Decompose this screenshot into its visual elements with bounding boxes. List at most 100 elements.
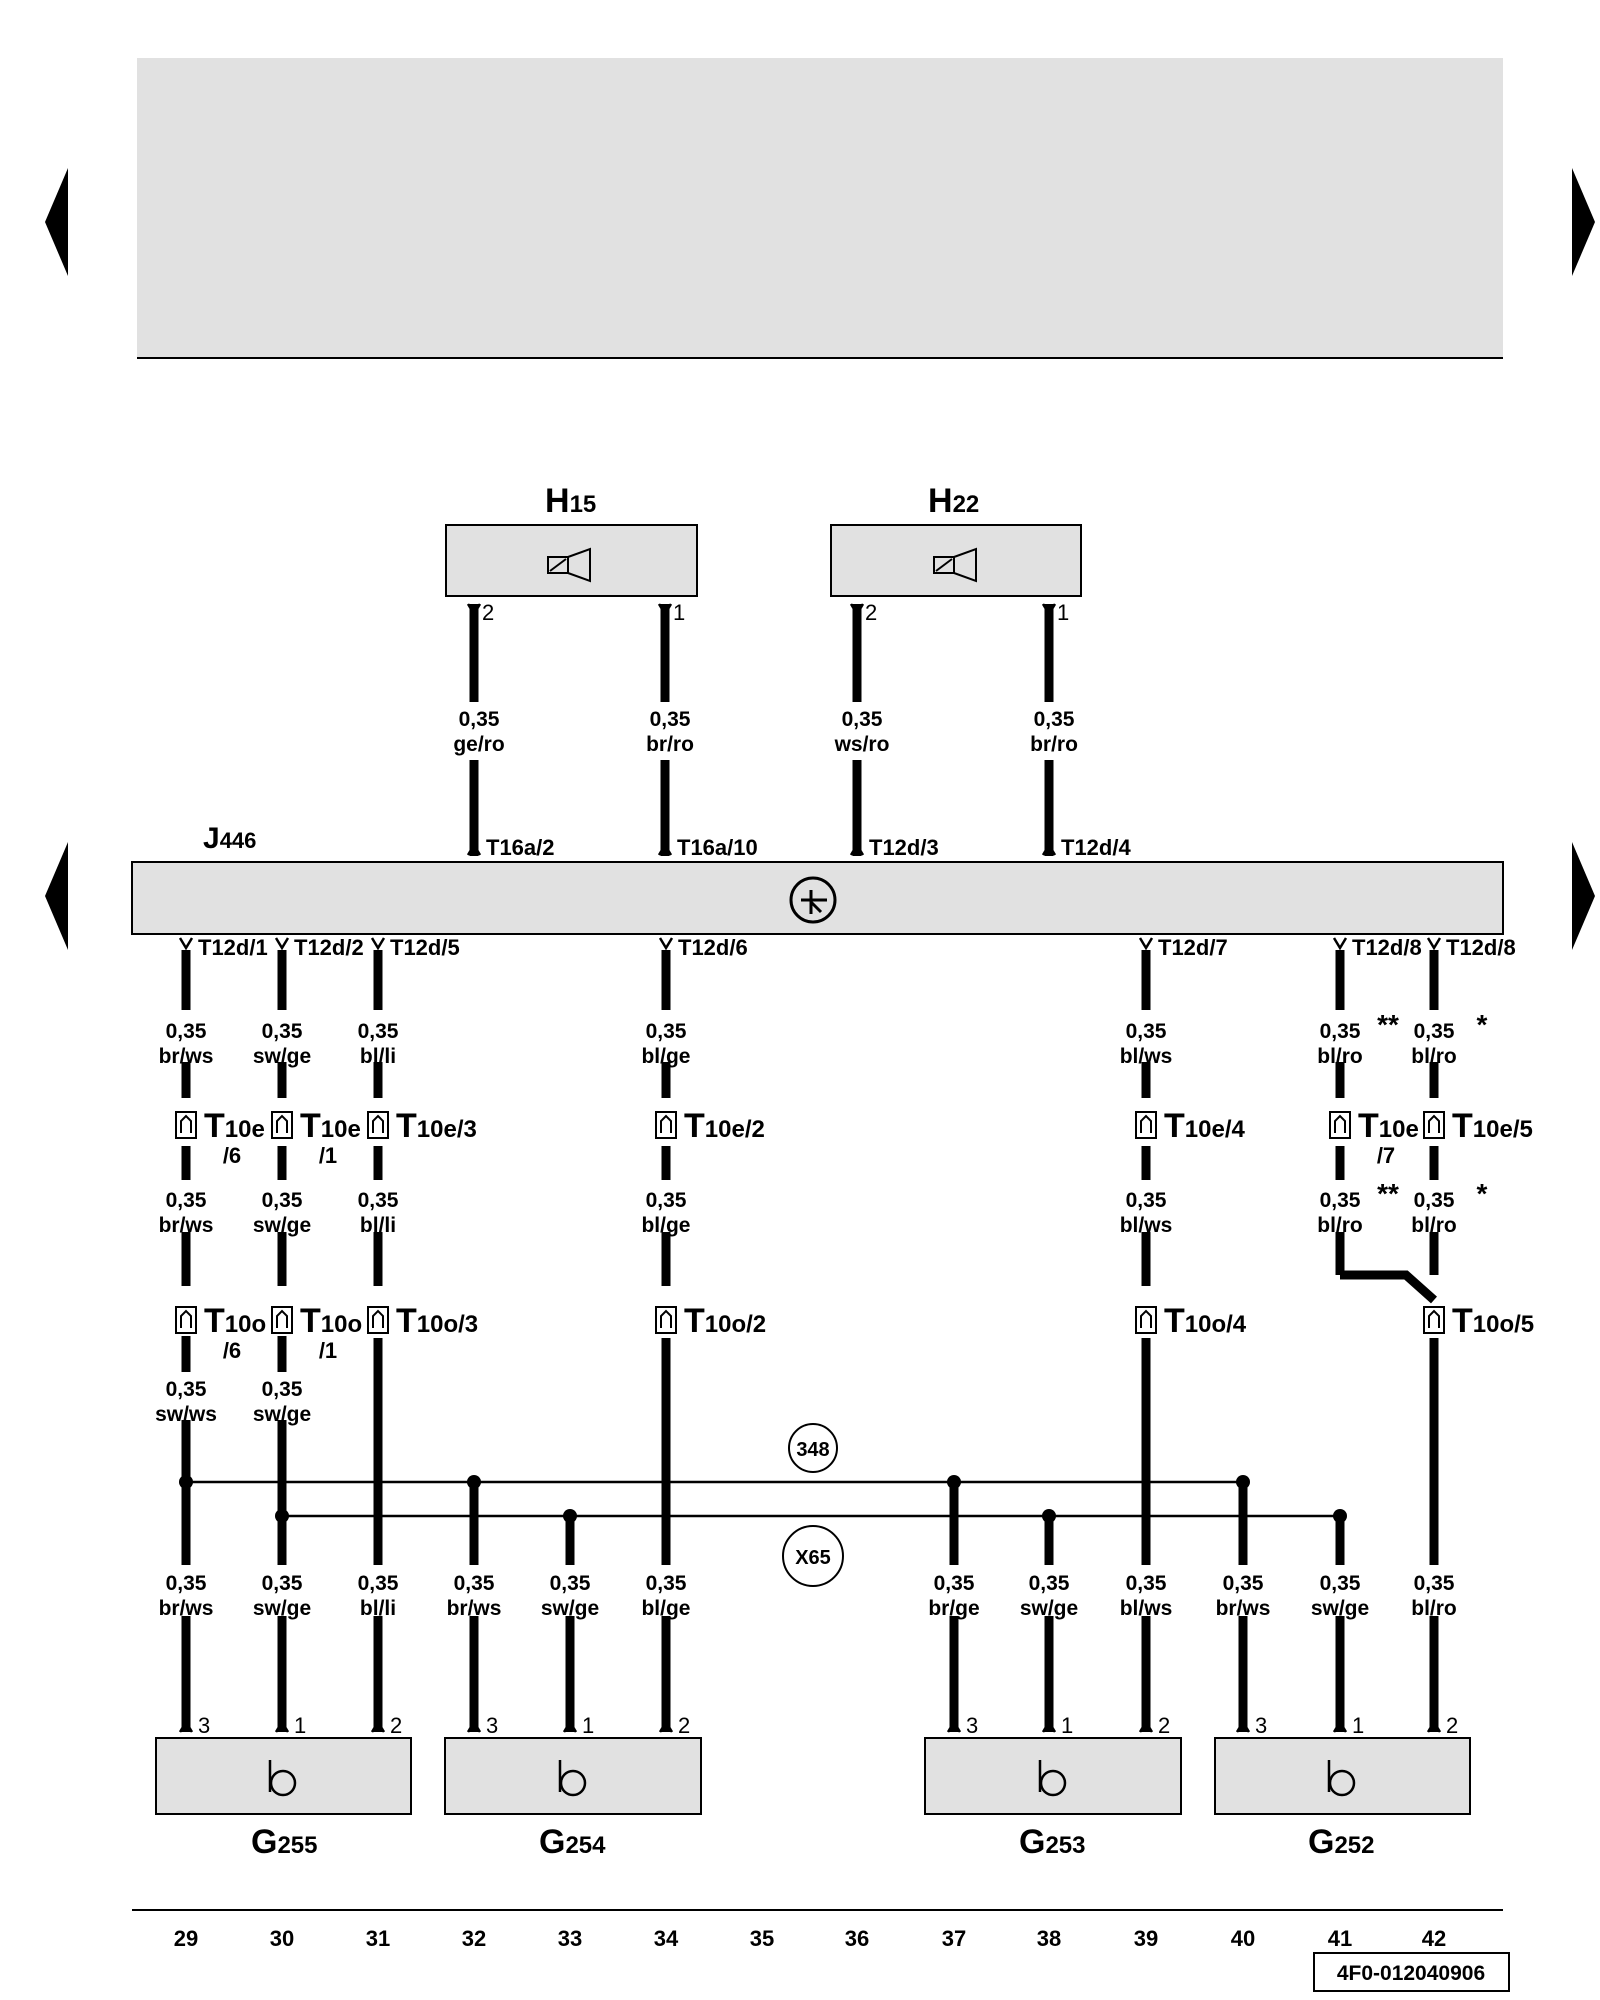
- t10e-connector-0-label: T10e: [204, 1107, 265, 1145]
- label-g255: G255: [251, 1823, 318, 1861]
- track-number: 37: [942, 1926, 966, 1951]
- pin-arrow: [658, 1719, 674, 1733]
- component-g255[interactable]: [155, 1737, 412, 1815]
- track-number: 31: [366, 1926, 390, 1951]
- label-g252: G252: [1308, 1823, 1375, 1861]
- lower-wire-label-10-color: sw/ge: [1311, 1597, 1369, 1620]
- t10o-connector-5-icon-pin: [1428, 1309, 1440, 1328]
- sensor-pin-number: 1: [1352, 1713, 1364, 1738]
- wire-row1-label-5-size: 0,35: [1320, 1020, 1361, 1043]
- component-j446[interactable]: [131, 861, 1504, 935]
- nav-next-arrow-mid[interactable]: [1572, 842, 1595, 950]
- track-number: 40: [1231, 1926, 1255, 1951]
- pin-arrow: [849, 842, 865, 856]
- wire-row2-label-5-color: bl/ro: [1317, 1214, 1363, 1237]
- wire-row2-label-3-size: 0,35: [646, 1189, 687, 1212]
- t10e-connector-5-label: T10e: [1358, 1107, 1419, 1145]
- wire-row1-label-1-size: 0,35: [262, 1020, 303, 1043]
- sensor-pin-number: 3: [486, 1713, 498, 1738]
- pin-arrow: [657, 603, 673, 617]
- label-j446: J446: [203, 822, 256, 855]
- t10o-connector-0-icon-pin: [180, 1309, 192, 1328]
- wire-row3-label-0-color: sw/ws: [155, 1403, 217, 1426]
- t10o-connector-3-icon-pin: [660, 1309, 672, 1328]
- wire-row2-label-6-size: 0,35: [1414, 1189, 1455, 1212]
- wire-row3-label-1-color: sw/ge: [253, 1403, 311, 1426]
- wire-row2-label-6-mark: *: [1477, 1178, 1488, 1209]
- sensor-icon: [269, 1769, 297, 1797]
- t10o-connector-0-pin: /6: [223, 1338, 241, 1363]
- pin-arrow: [1138, 937, 1154, 951]
- lower-wire-label-0-size: 0,35: [166, 1572, 207, 1595]
- sensor-pin-number: 2: [390, 1713, 402, 1738]
- splice-348-circle[interactable]: [788, 1423, 838, 1473]
- pin-arrow: [1041, 603, 1057, 617]
- t10e-connector-6-icon-pin: [1428, 1114, 1440, 1133]
- lower-wire-label-6-size: 0,35: [934, 1572, 975, 1595]
- component-h22[interactable]: [830, 524, 1082, 597]
- j446-bottom-connector: T12d/6: [678, 935, 748, 960]
- lower-wire-label-0-color: br/ws: [159, 1597, 214, 1620]
- label-g254: G254: [539, 1823, 606, 1861]
- j446-top-connector: T12d/3: [869, 835, 939, 860]
- track-number: 35: [750, 1926, 774, 1951]
- j446-bottom-connector: T12d/8: [1446, 935, 1516, 960]
- splice-x65-circle[interactable]: [782, 1525, 844, 1587]
- j446-top-connector: T16a/10: [677, 835, 758, 860]
- nav-prev-arrow-top[interactable]: [45, 168, 68, 276]
- nav-prev-arrow-mid[interactable]: [45, 842, 68, 950]
- track-number: 42: [1422, 1926, 1446, 1951]
- lower-wire-label-2-color: bl/li: [360, 1597, 396, 1620]
- lower-wire-label-4-color: sw/ge: [541, 1597, 599, 1620]
- component-h15[interactable]: [445, 524, 698, 597]
- wire-row3-label-0-size: 0,35: [166, 1378, 207, 1401]
- t10o-connector-1-icon-pin: [276, 1309, 288, 1328]
- t10o-connector-1-label: T10o: [300, 1302, 362, 1340]
- t10e-connector-4-label: T10e/4: [1164, 1107, 1245, 1145]
- track-number: 30: [270, 1926, 294, 1951]
- wire-row1-label-2-color: bl/li: [360, 1045, 396, 1068]
- sensor-pin-number: 1: [1061, 1713, 1073, 1738]
- wire-row2-label-3-color: bl/ge: [641, 1214, 690, 1237]
- sensor-pin-number: 2: [1158, 1713, 1170, 1738]
- nav-next-arrow-top[interactable]: [1572, 168, 1595, 276]
- wire-jog: [1340, 1270, 1437, 1304]
- component-g252[interactable]: [1214, 1737, 1471, 1815]
- t10e-connector-1-label: T10e: [300, 1107, 361, 1145]
- j446-bottom-connector: T12d/2: [294, 935, 364, 960]
- t10e-connector-0-icon-pin: [180, 1114, 192, 1133]
- upper-wire-label-0-color: ge/ro: [453, 733, 504, 756]
- pin-arrow: [370, 937, 386, 951]
- bus-junction: [179, 1475, 193, 1489]
- t10e-connector-6-label: T10e/5: [1452, 1107, 1533, 1145]
- doc-number-box: [1313, 1952, 1510, 1992]
- track-number: 33: [558, 1926, 582, 1951]
- t10e-connector-5-pin: /7: [1377, 1143, 1395, 1168]
- pin-arrow: [466, 842, 482, 856]
- component-g253[interactable]: [924, 1737, 1182, 1815]
- lower-wire-label-3-color: br/ws: [447, 1597, 502, 1620]
- upper-wire-label-3-size: 0,35: [1034, 708, 1075, 731]
- t10o-connector-0-label: T10o: [204, 1302, 266, 1340]
- pin-arrow: [1041, 842, 1057, 856]
- track-number: 36: [845, 1926, 869, 1951]
- t10e-connector-4-icon-pin: [1140, 1114, 1152, 1133]
- label-h22: H22: [928, 482, 979, 520]
- t10e-connector-1-icon-pin: [276, 1114, 288, 1133]
- sensor-pin-number: 1: [582, 1713, 594, 1738]
- wire-row1-label-6-mark: *: [1477, 1009, 1488, 1040]
- wire-row1-label-6-size: 0,35: [1414, 1020, 1455, 1043]
- component-g254[interactable]: [444, 1737, 702, 1815]
- sensor-pin-number: 1: [294, 1713, 306, 1738]
- wire-row2-label-5-mark: **: [1377, 1178, 1399, 1209]
- pin-arrow: [1041, 1719, 1057, 1733]
- track-number: 29: [174, 1926, 198, 1951]
- j446-top-connector: T12d/4: [1061, 835, 1131, 860]
- lower-wire-label-8-color: bl/ws: [1120, 1597, 1173, 1620]
- upper-wire-label-1-size: 0,35: [650, 708, 691, 731]
- wire-row1-label-0-size: 0,35: [166, 1020, 207, 1043]
- pin-arrow: [466, 603, 482, 617]
- t10o-connector-4-label: T10o/4: [1164, 1302, 1247, 1340]
- wire-row2-label-5-size: 0,35: [1320, 1189, 1361, 1212]
- lower-wire-label-5-size: 0,35: [646, 1572, 687, 1595]
